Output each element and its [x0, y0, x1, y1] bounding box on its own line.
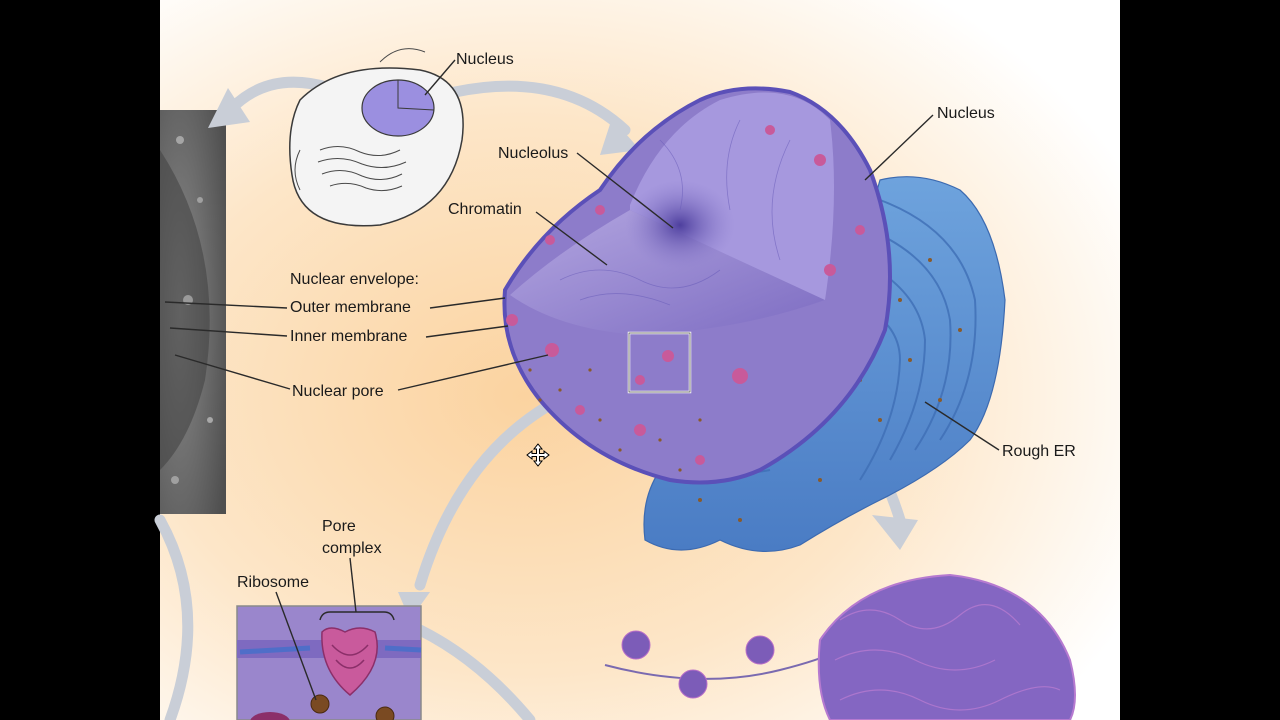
pore-complex-inset [236, 605, 422, 720]
nucleus-cutaway [502, 86, 892, 485]
label-nucleolus: Nucleolus [498, 145, 568, 162]
chromatin-fibers [604, 573, 1076, 720]
label-nuclear-pore: Nuclear pore [292, 383, 384, 400]
label-inner-membrane: Inner membrane [290, 328, 407, 345]
label-nucleus-right: Nucleus [937, 105, 995, 122]
cell-thumbnail [289, 48, 464, 227]
label-chromatin: Chromatin [448, 201, 522, 218]
ribosome-icon [310, 694, 330, 714]
electron-micrograph [160, 110, 226, 514]
label-pore-complex-line2: complex [322, 540, 382, 557]
label-rough-er: Rough ER [1002, 443, 1076, 460]
label-nuclear-envelope: Nuclear envelope: [290, 271, 419, 288]
label-nucleus-top: Nucleus [456, 51, 514, 68]
arrow-heads [208, 88, 918, 620]
label-ribosome: Ribosome [237, 574, 309, 591]
label-pore-complex-line1: Pore [322, 518, 356, 535]
label-outer-membrane: Outer membrane [290, 299, 411, 316]
move-cursor-icon [526, 443, 550, 467]
diagram-labels: Nucleus Nucleus Nucleolus Chromatin Nucl… [237, 51, 1076, 591]
leader-lines [164, 59, 1000, 701]
